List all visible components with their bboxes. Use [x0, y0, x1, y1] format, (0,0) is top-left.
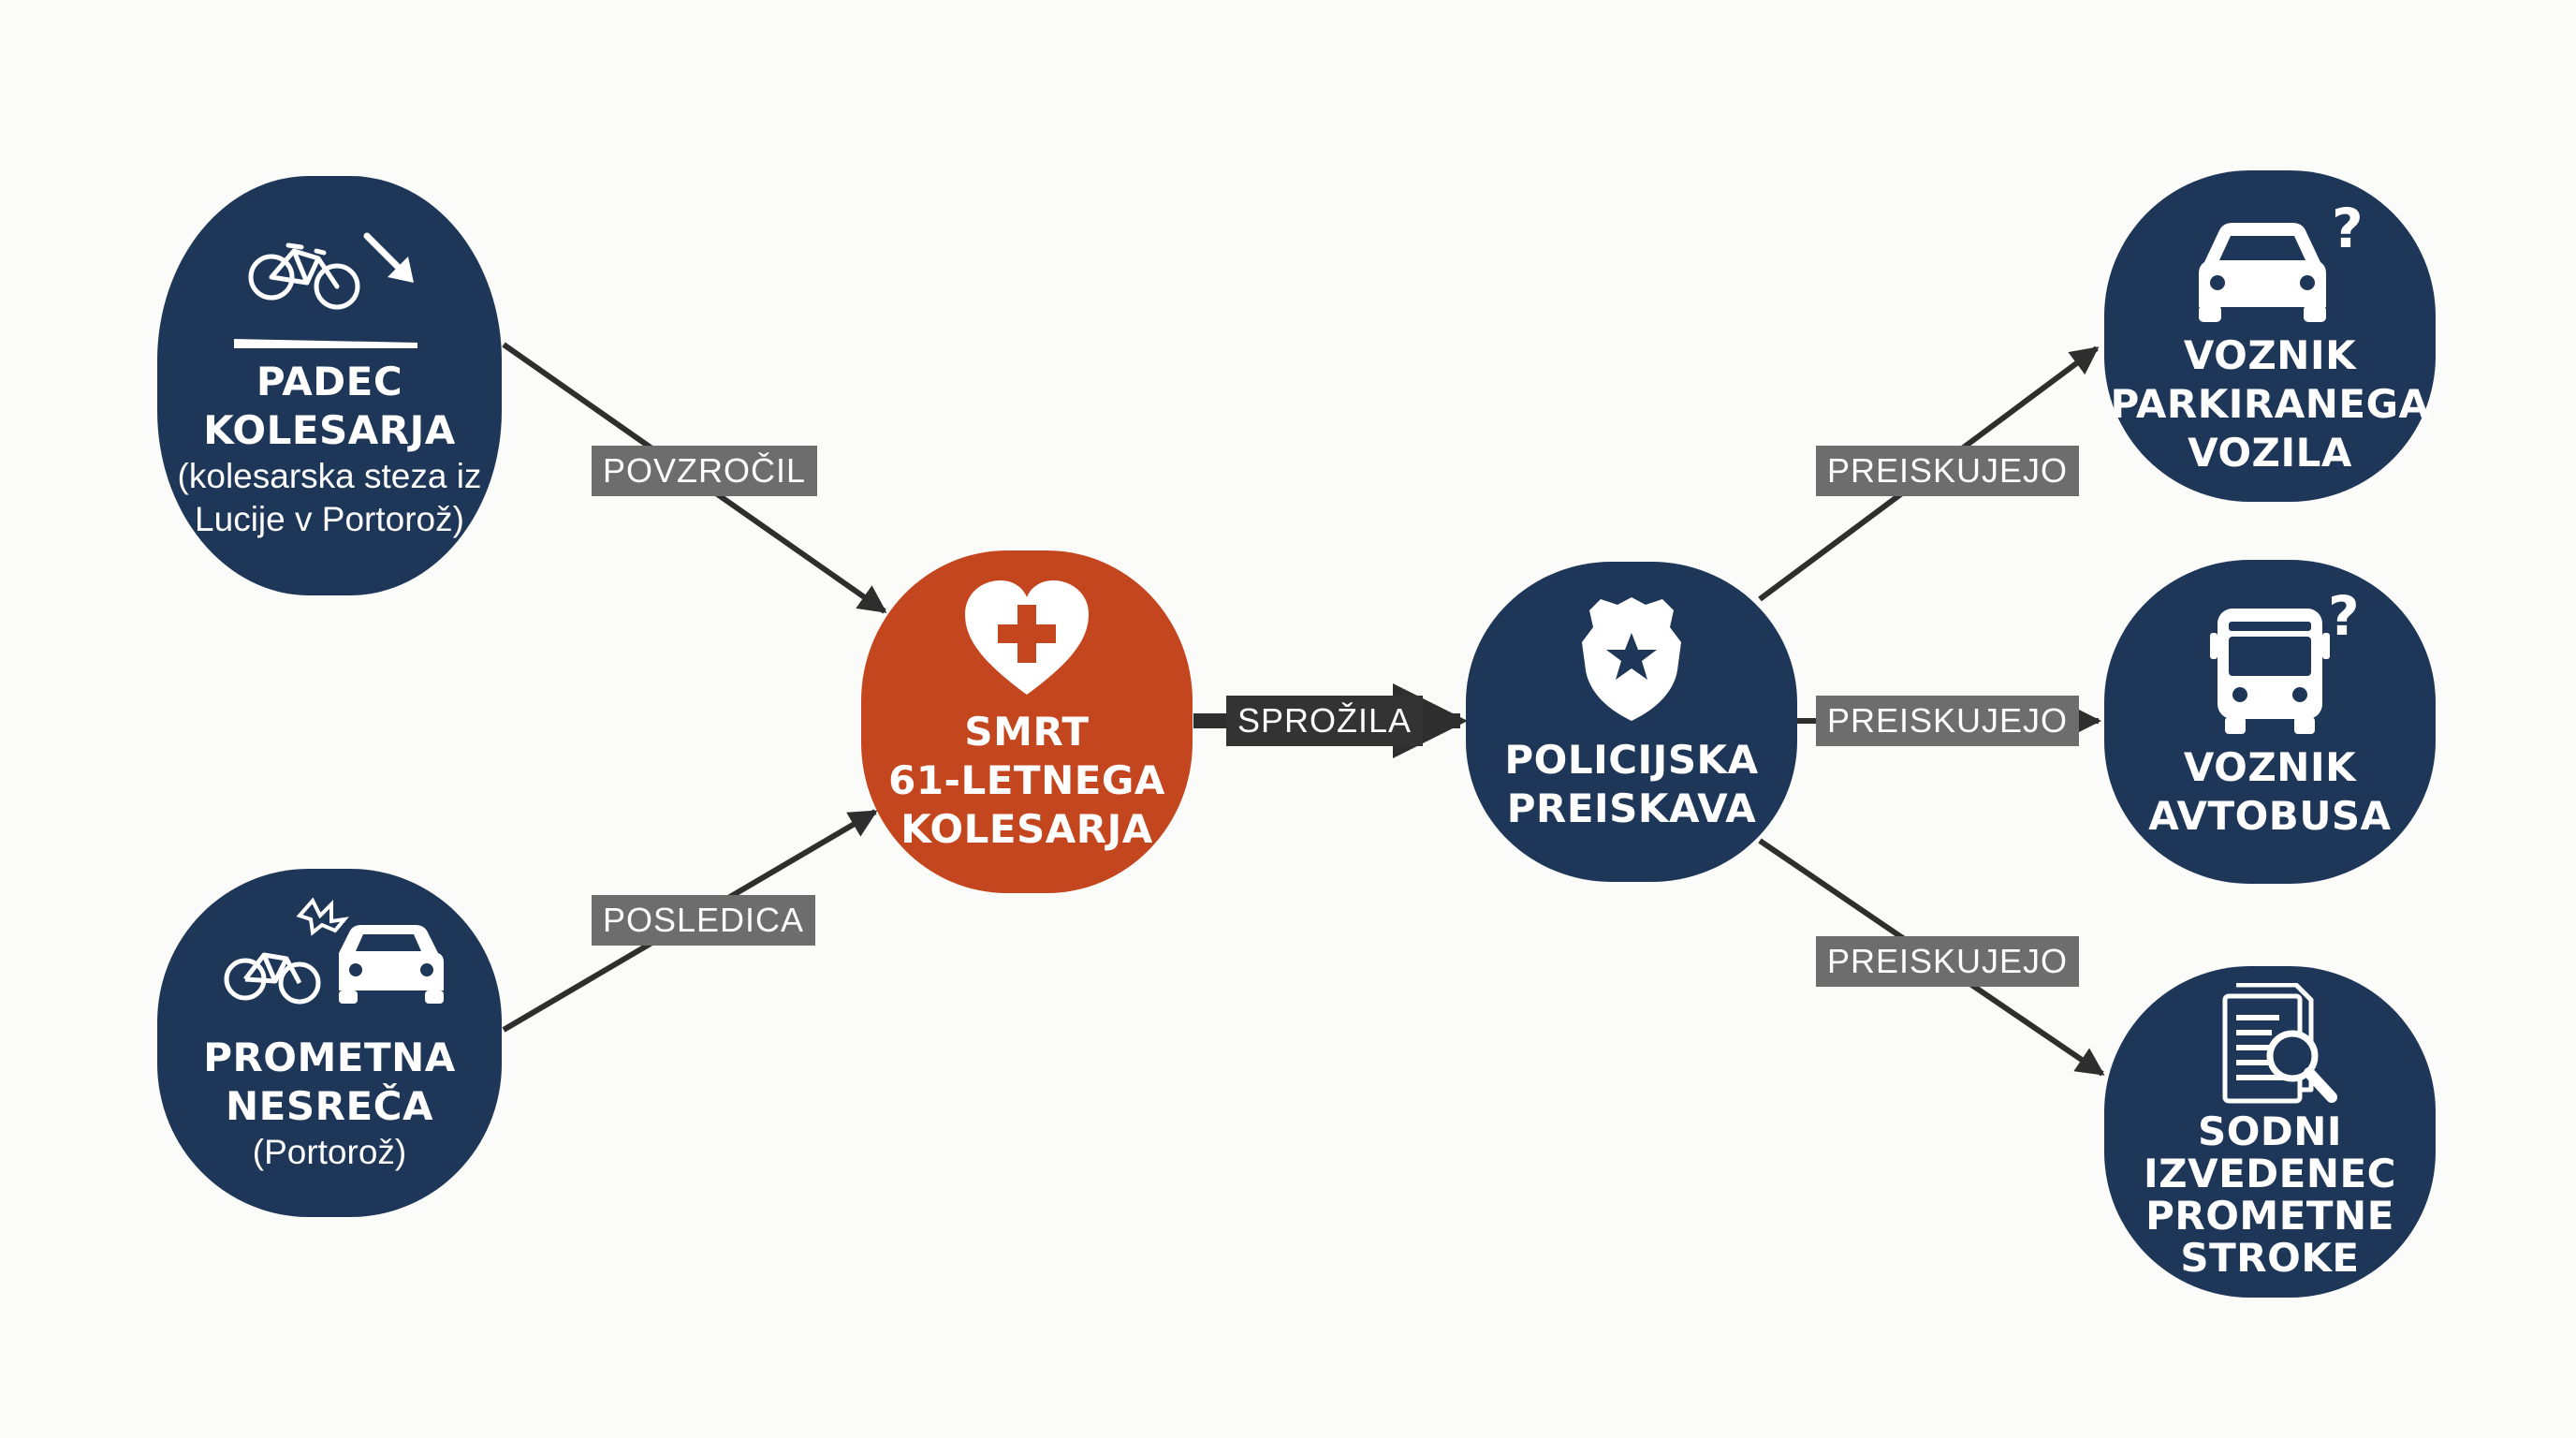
node-voznik-parkiranega-vozila: ? VOZNIK PARKIRANEGA VOZILA: [2104, 170, 2436, 502]
bus-question-icon: ?: [2210, 586, 2360, 734]
node-title-line: 61-LETNEGA: [888, 757, 1165, 803]
node-title-line: KOLESARJA: [203, 407, 456, 453]
node-padec-kolesarja: PADEC KOLESARJA (kolesarska steza iz Luc…: [157, 176, 502, 595]
node-subtitle-line: (Portorož): [252, 1133, 407, 1171]
bicycle-downhill-icon: [234, 232, 417, 348]
heart-cross-icon: [965, 580, 1089, 695]
node-title-line: PARKIRANEGA: [2110, 381, 2430, 427]
node-title-line: SMRT: [964, 709, 1090, 755]
node-policijska-preiskava: POLICIJSKA PREISKAVA: [1466, 562, 1797, 882]
node-title-line: STROKE: [2180, 1235, 2360, 1281]
node-sodni-izvedenec: SODNI IZVEDENEC PROMETNE STROKE: [2104, 966, 2436, 1298]
node-title-line: VOZILA: [2188, 430, 2352, 476]
node-title-line: PROMETNE: [2145, 1193, 2394, 1239]
node-subtitle-line: (kolesarska steza iz: [177, 457, 482, 495]
node-title-line: VOZNIK: [2183, 332, 2357, 378]
svg-text:?: ?: [2328, 586, 2360, 648]
svg-text:?: ?: [2332, 197, 2364, 260]
node-title-line: AVTOBUSA: [2148, 793, 2392, 839]
edge-label-povzrocil: POVZROČIL: [592, 446, 818, 496]
edge-label-posledica: POSLEDICA: [592, 895, 816, 946]
node-title-line: POLICIJSKA: [1504, 737, 1759, 783]
bicycle-car-collision-icon: [224, 897, 444, 1005]
node-title-line: PROMETNA: [203, 1034, 456, 1080]
node-title-line: PADEC: [256, 359, 403, 404]
document-search-icon: [2222, 983, 2337, 1104]
node-title-line: VOZNIK: [2183, 744, 2357, 790]
node-prometna-nesreca: PROMETNA NESREČA (Portorož): [157, 869, 502, 1217]
node-title-line: PREISKAVA: [1506, 785, 1757, 831]
node-smrt-kolesarja: SMRT 61-LETNEGA KOLESARJA: [861, 550, 1193, 893]
edge-label-preiskujejo-2: PREISKUJEJO: [1816, 696, 2080, 746]
node-subtitle-line: Lucije v Portorož): [195, 500, 464, 538]
car-question-icon: ?: [2199, 197, 2364, 322]
node-voznik-avtobusa: ? VOZNIK AVTOBUSA: [2104, 560, 2436, 884]
edge-label-preiskujejo-1: PREISKUJEJO: [1816, 446, 2080, 496]
node-title-line: NESREČA: [226, 1083, 433, 1129]
edge-label-sprozila: SPROŽILA: [1226, 696, 1424, 746]
police-badge-icon: [1582, 597, 1681, 721]
node-title-line: SODNI: [2197, 1108, 2343, 1154]
edge-label-preiskujejo-3: PREISKUJEJO: [1816, 936, 2080, 987]
node-title-line: KOLESARJA: [900, 806, 1153, 852]
node-title-line: IZVEDENEC: [2144, 1151, 2396, 1196]
